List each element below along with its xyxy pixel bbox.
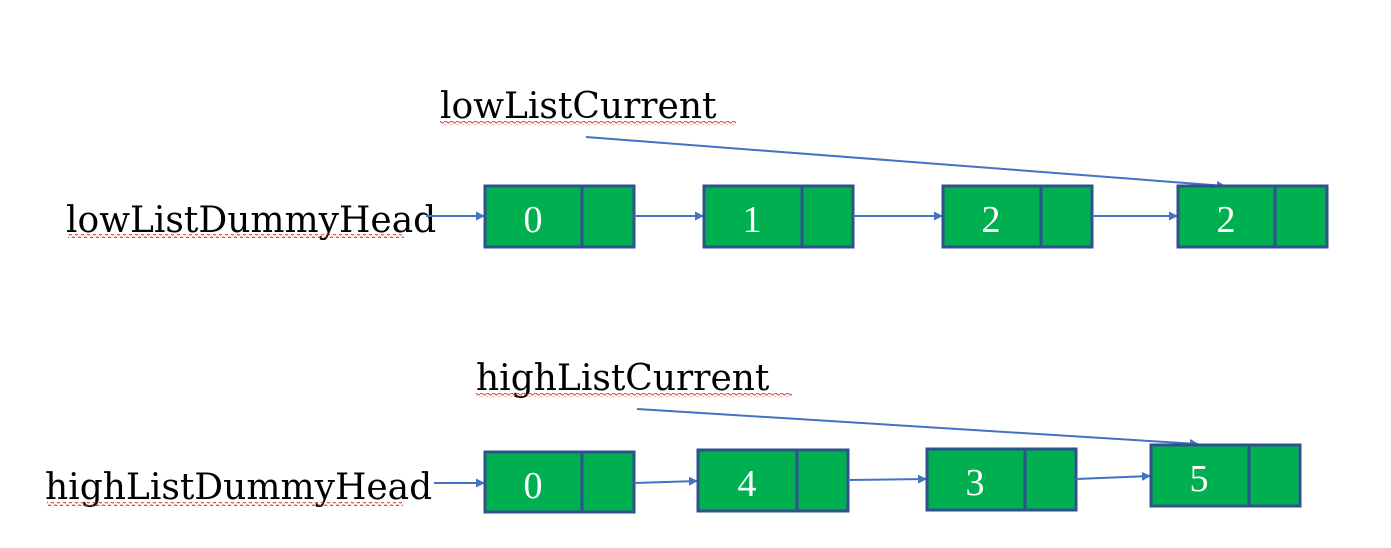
low-node-value: 2 xyxy=(1217,199,1236,241)
low-node-value: 2 xyxy=(982,199,1001,241)
low-node-value: 0 xyxy=(524,199,543,241)
high-node: 4 xyxy=(696,448,850,513)
low-node-value: 1 xyxy=(743,199,762,241)
low-list-current-label: lowListCurrent xyxy=(440,86,717,127)
low-list: lowListCurrent lowListDummyHead 0 1 2 2 xyxy=(66,86,1329,249)
high-node: 5 xyxy=(1149,443,1302,508)
low-node: 2 xyxy=(1176,184,1329,249)
high-next-arrow xyxy=(1075,471,1151,481)
spellcheck-underline xyxy=(68,234,404,238)
spellcheck-underline xyxy=(47,502,403,506)
spellcheck-underline xyxy=(440,121,736,125)
high-list: highListCurrent highListDummyHead 0 4 3 … xyxy=(45,358,1302,514)
low-node: 1 xyxy=(702,184,855,249)
high-current-pointer-arrow xyxy=(636,408,1199,448)
high-list-dummy-head-label: highListDummyHead xyxy=(45,467,432,508)
high-node-value: 5 xyxy=(1190,458,1209,500)
high-node-value: 3 xyxy=(966,462,985,504)
low-current-pointer-arrow xyxy=(585,136,1226,190)
high-next-arrow xyxy=(847,474,927,484)
spellcheck-underline xyxy=(476,393,792,397)
high-next-arrow xyxy=(633,476,698,486)
low-node: 2 xyxy=(941,184,1094,249)
high-node: 3 xyxy=(925,447,1078,512)
high-node-value: 0 xyxy=(524,465,543,507)
high-list-current-label: highListCurrent xyxy=(476,358,770,399)
low-node: 0 xyxy=(483,184,636,249)
high-node: 0 xyxy=(483,450,636,514)
high-node-value: 4 xyxy=(738,463,757,505)
